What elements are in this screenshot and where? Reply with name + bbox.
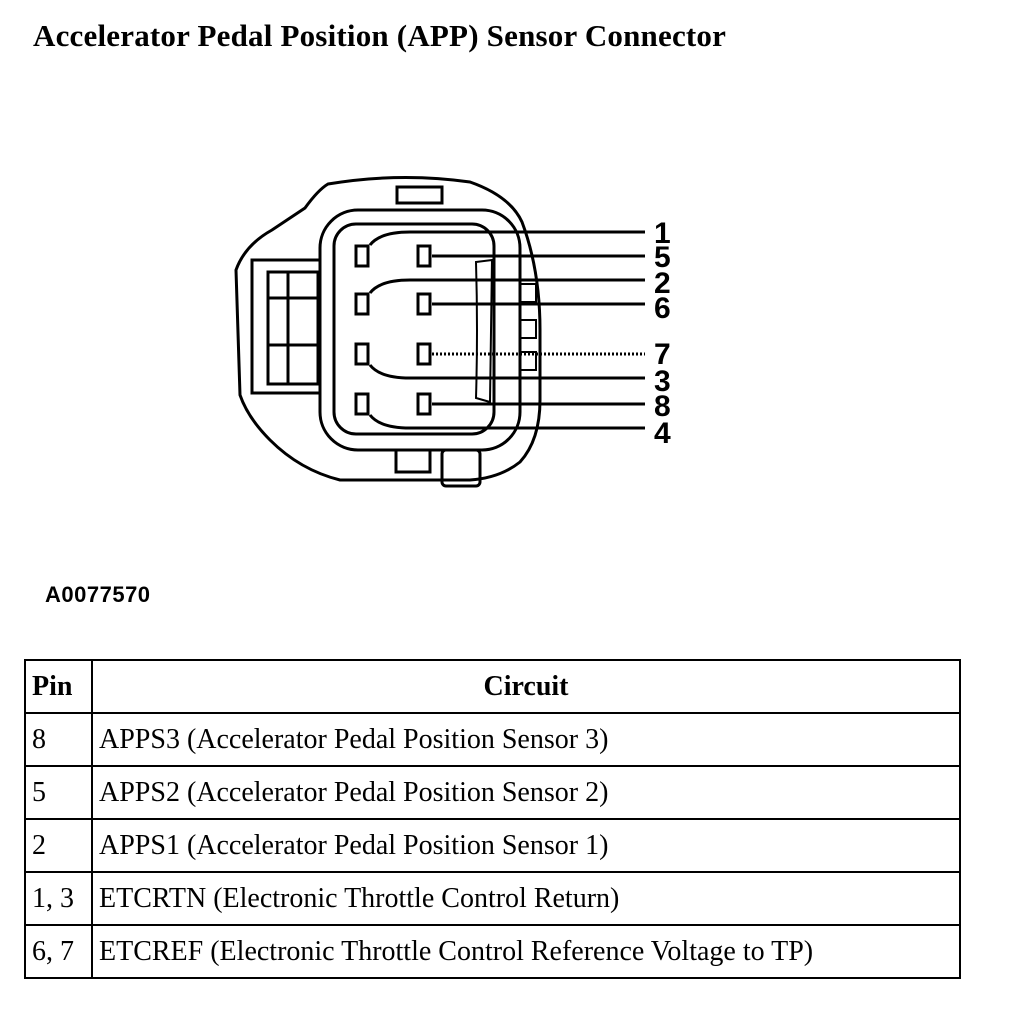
terminal-r2 [416,292,432,316]
pin-label-6: 6 [654,292,671,325]
table-row: 2 APPS1 (Accelerator Pedal Position Sens… [24,818,961,873]
cell-pin: 1, 3 [24,871,93,926]
terminal-r1 [416,244,432,268]
leader-line-4 [368,414,645,430]
cell-circuit: ETCREF (Electronic Throttle Control Refe… [91,924,961,979]
left-clip-inner [266,270,320,386]
connector-drawing: 1 5 2 6 7 3 8 4 [234,175,671,488]
terminal-l4 [354,392,370,416]
pin-label-7: 7 [654,338,671,371]
table-row: 5 APPS2 (Accelerator Pedal Position Sens… [24,765,961,820]
connector-diagram: 1 5 2 6 7 3 8 4 [234,175,671,488]
left-clip-outer [250,258,322,395]
cell-circuit: APPS2 (Accelerator Pedal Position Sensor… [91,765,961,820]
terminal-l3 [354,342,370,366]
cell-circuit: APPS3 (Accelerator Pedal Position Sensor… [91,712,961,767]
terminal-l2 [354,292,370,316]
header-pin: Pin [24,659,93,714]
terminal-l1 [354,244,370,268]
top-latch [395,185,444,205]
terminal-r3 [416,342,432,366]
terminal-r4 [416,392,432,416]
cell-circuit: APPS1 (Accelerator Pedal Position Sensor… [91,818,961,873]
table-row: 6, 7 ETCREF (Electronic Throttle Control… [24,924,961,979]
connector-housing-outline [234,175,542,482]
pin-label-8: 8 [654,390,671,423]
pin-label-3: 3 [654,365,671,398]
pin-label-4: 4 [654,417,671,450]
cell-pin: 2 [24,818,93,873]
bottom-tab-left [394,448,432,474]
leader-line-3 [368,364,645,380]
pin-circuit-table: Pin Circuit 8 APPS3 (Accelerator Pedal P… [24,659,961,979]
cell-pin: 8 [24,712,93,767]
header-circuit: Circuit [91,659,961,714]
cell-pin: 5 [24,765,93,820]
cell-pin: 6, 7 [24,924,93,979]
table-row: 8 APPS3 (Accelerator Pedal Position Sens… [24,712,961,767]
leader-line-2 [368,278,645,294]
leader-line-1 [368,230,645,246]
figure-id: A0077570 [45,582,151,607]
cell-circuit: ETCRTN (Electronic Throttle Control Retu… [91,871,961,926]
table-header-row: Pin Circuit [24,659,961,714]
bottom-tab-right [440,448,482,488]
table-row: 1, 3 ETCRTN (Electronic Throttle Control… [24,871,961,926]
pin-label-5: 5 [654,241,671,274]
terminal-cavity [332,222,496,436]
pin-label-2: 2 [654,267,671,300]
page-title: Accelerator Pedal Position (APP) Sensor … [33,18,727,53]
pin-label-1: 1 [654,217,671,250]
